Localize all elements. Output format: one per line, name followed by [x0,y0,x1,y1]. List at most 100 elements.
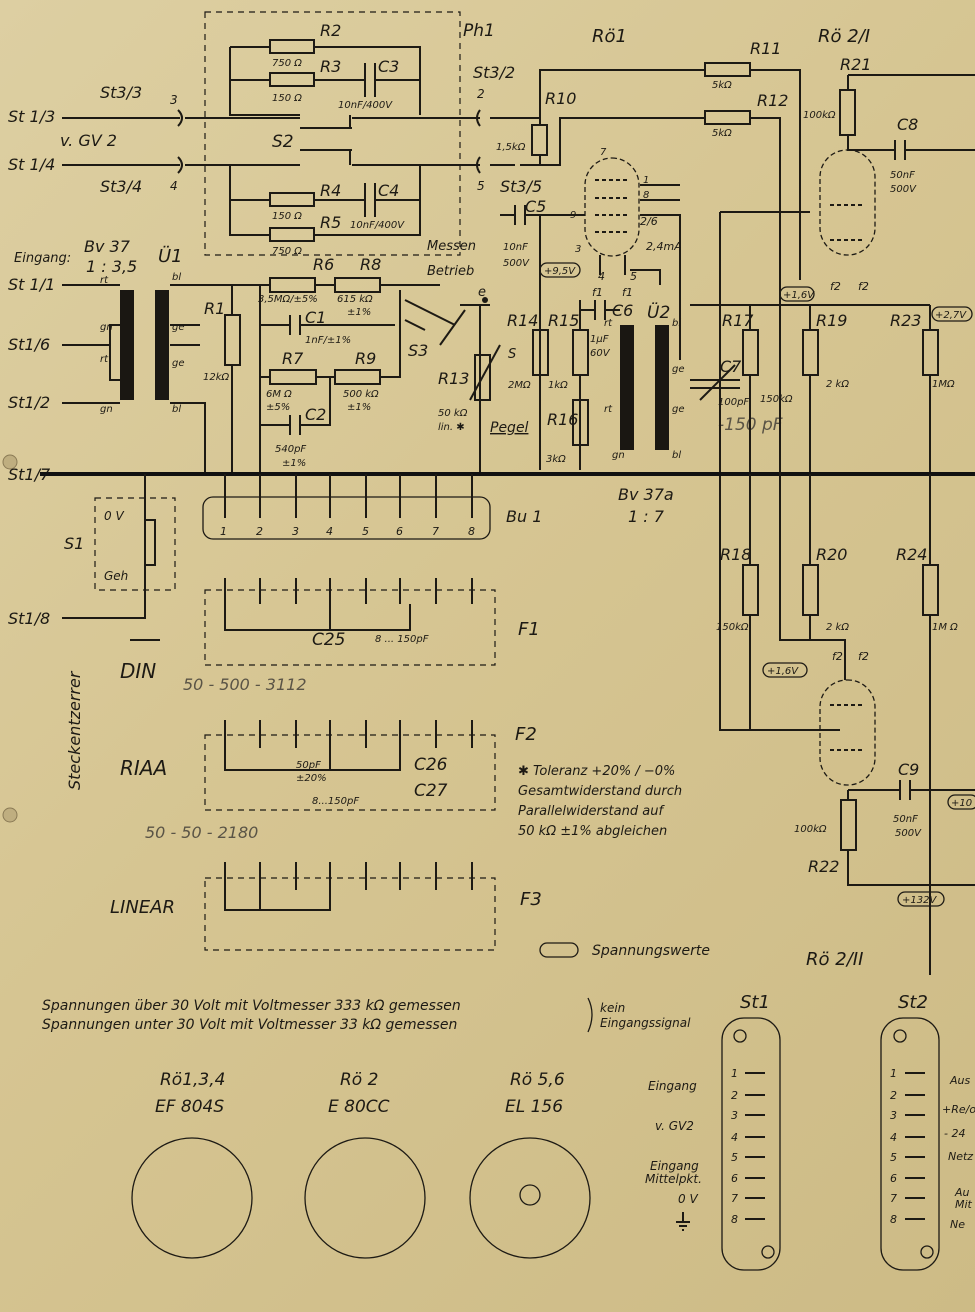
ro1-pin-5: 5 [630,270,637,283]
st1-pin-6: 6 [731,1172,738,1185]
u1-bl: bl [172,272,181,283]
s3-contact-e [482,297,488,303]
bu1-pin-3: 3 [292,525,299,538]
r14-label: R14 [507,311,538,330]
pinout-3-key [519,1184,541,1206]
c26-label: C26 [414,755,448,775]
ro1-f1-a: f1 [592,286,603,299]
st1-4-label: St 1/4 [8,155,55,174]
r23-label: R23 [890,311,921,330]
bu1-socket [202,496,491,540]
st1-pin-4: 4 [731,1131,738,1144]
c25-value: 8 ... 150pF [375,634,429,645]
c2-value: 540pF [275,444,306,455]
r14-value: 2MΩ [508,380,531,391]
r9-resistor [334,369,381,385]
r18-label: R18 [720,545,751,564]
c2-tolerance: ±1% [282,458,306,469]
st2-pin-5: 5 [890,1151,897,1164]
f2-label: F2 [515,724,537,745]
st2-mount-top [893,1029,907,1043]
u2-gn: gn [612,450,625,461]
st1-connector [721,1017,781,1271]
r17-resistor [742,329,759,376]
c7-trimmer [690,364,740,401]
r16-value: 3kΩ [546,454,566,465]
r18-resistor [742,564,759,616]
pinout-2-title: Rö 2 [340,1070,378,1090]
r5-resistor [269,227,315,242]
u1-rt: rt [100,275,109,286]
voltage-note-2: Spannungen unter 30 Volt mit Voltmesser … [42,1017,457,1033]
r21-label: R21 [840,55,871,74]
ro1-pins [539,184,681,360]
tolerance-note-2: Gesamtwiderstand durch [518,784,682,799]
u1-gn2: gn [100,404,113,415]
handwritten-note-1: 50 - 500 - 3112 [183,675,307,694]
st2-pin-3: 3 [890,1109,897,1122]
st1-2-label: St1/2 [8,393,50,412]
r2-value: 750 Ω [272,58,302,69]
ro1-pin-4: 4 [598,270,605,283]
plug-pins [224,578,473,890]
r1-value: 12kΩ [203,372,230,383]
u2-core-left [620,325,634,450]
ro2-1-f2-b: f2 [858,280,869,293]
ro1-pin-9: 9 [570,210,576,221]
ro2-2-f2-a: f2 [832,650,843,663]
pinout-3-title: Rö 5,6 [510,1070,565,1090]
st2-label-ne: Ne [950,1218,965,1231]
ro2-2-envelope [819,679,876,786]
ro1-pin-1: 1 [643,175,649,186]
r14-resistor [532,329,549,376]
tolerance-note-4: 50 kΩ ±1% abgleichen [518,824,667,839]
pin-4-label: 4 [170,179,178,193]
r23-resistor [922,329,939,376]
r8-label: R8 [360,255,381,274]
r10-label: R10 [545,89,576,108]
r8-resistor [334,277,381,293]
bu1-pin-1: 1 [220,525,227,538]
st2-label-re: +Re/o [942,1103,975,1116]
tolerance-note-1: ✱ Toleranz +20% / −0% [518,764,675,779]
r9-value: 500 kΩ [343,389,379,400]
handwritten-note-2: 50 - 50 - 2180 [145,823,258,842]
ro2-1-envelope [819,149,876,256]
r6-resistor [269,277,316,293]
cathode-network [539,300,620,470]
c26-tolerance: ±20% [296,773,327,784]
ro2-1-f2-a: f2 [830,280,841,293]
r11-label: R11 [750,39,781,58]
input-wiring [62,284,405,475]
u2-rt2: rt [604,404,613,415]
f3-label: F3 [520,889,542,910]
c9-voltage: 500V [895,828,922,839]
r8-value: 615 kΩ [337,294,373,305]
bu1-label: Bu 1 [506,507,542,526]
ro2-1-grid [830,204,865,241]
u2-label: Ü2 [647,301,670,323]
r24-label: R24 [896,545,927,564]
c1-value: 1nF/±1% [305,335,351,346]
r22-resistor [840,799,857,851]
st3-5-label: St3/5 [500,177,542,196]
ro1-grids [595,179,630,233]
bv37-label: Bv 37 [84,237,131,256]
r22-label: R22 [808,857,839,876]
r13-label: R13 [438,369,469,388]
c2-label: C2 [305,405,326,424]
r10-resistor [531,124,548,156]
st1-pin-3: 3 [731,1109,738,1122]
voltage-132: +132V [902,895,937,906]
r3-resistor [269,72,315,87]
pin-3-label: 3 [170,93,178,107]
r19-label: R19 [816,311,847,330]
r24-resistor [922,564,939,616]
u1-core-left [120,290,134,400]
pegel-label: Pegel [490,420,529,436]
r13-s: S [508,347,516,362]
ro2-2-f2-b: f2 [858,650,869,663]
r20-value: 2 kΩ [826,622,849,633]
s1-geh: Geh [104,569,128,583]
u2-bl: bl [672,318,681,329]
